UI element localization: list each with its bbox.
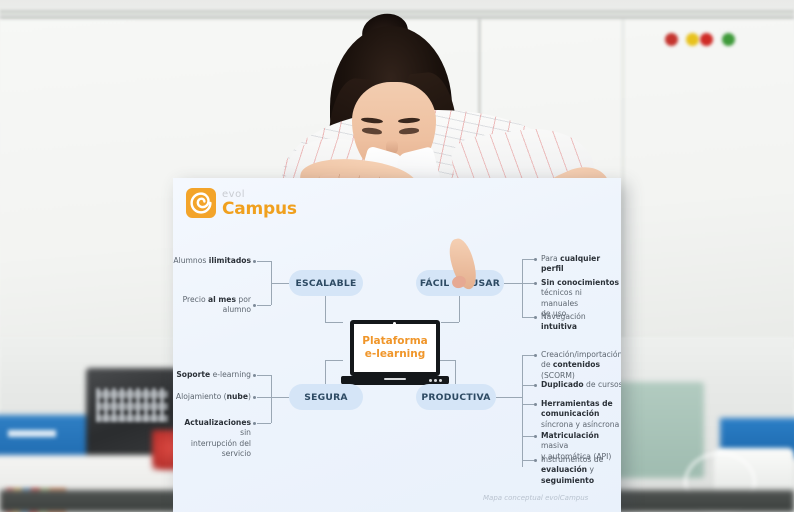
platform-line-2: e-learning <box>364 348 426 360</box>
connector-productiva-leaf-2 <box>522 385 534 386</box>
node-escalable[interactable]: ESCALABLE <box>289 270 363 296</box>
connector-productiva-stem <box>496 397 522 398</box>
whiteboard-seam-right <box>622 19 624 349</box>
bullet-productiva-5 <box>534 459 537 462</box>
evolcampus-logo[interactable]: evol Campus <box>186 188 297 218</box>
bullet-productiva-3 <box>534 403 537 406</box>
connector-escalable-stem <box>271 283 289 284</box>
laptop-icon: Plataforma e-learning <box>341 320 449 388</box>
laptop-base-dots <box>429 379 442 382</box>
magnet-yellow <box>686 33 699 46</box>
connector-facil-bracket <box>522 259 523 317</box>
connector-productiva-up <box>455 360 456 384</box>
connector-segura-bracket <box>271 375 272 423</box>
connector-segura-up <box>325 360 326 384</box>
leaf-segura-1: Soporte e-learning <box>176 370 251 379</box>
magnet-green <box>722 33 735 46</box>
spiral-logo-icon <box>186 188 216 218</box>
blue-board-left-text-blur <box>8 430 56 437</box>
poster-footer-note: Mapa conceptual evolCampus <box>483 494 589 502</box>
connector-escalable-to-laptop <box>325 322 343 323</box>
laptop-screen: Plataforma e-learning <box>350 320 440 376</box>
magnet-red-2 <box>700 33 713 46</box>
laptop-base <box>341 376 449 385</box>
connector-productiva-to-laptop <box>437 360 455 361</box>
connector-escalable-leaf-2 <box>257 305 271 306</box>
connector-facil-leaf-2 <box>522 283 534 284</box>
laptop-screen-text: Plataforma e-learning <box>354 324 436 372</box>
laptop-trackpad-notch <box>384 378 406 380</box>
connector-escalable-leaf-1 <box>257 261 271 262</box>
connector-facil-leaf-1 <box>522 259 534 260</box>
node-productiva[interactable]: PRODUCTIVA <box>416 384 496 410</box>
node-segura[interactable]: SEGURA <box>289 384 363 410</box>
connector-productiva-leaf-1 <box>522 355 534 356</box>
connector-productiva-leaf-3 <box>522 404 534 405</box>
magnet-red-1 <box>665 33 678 46</box>
logo-campus-text: Campus <box>222 198 297 219</box>
leaf-facil-1: Para cualquier perfil <box>541 254 601 274</box>
connector-escalable-down <box>325 296 326 322</box>
laptop-camera-icon <box>393 322 396 325</box>
keyboard-blurred <box>96 388 168 422</box>
bullet-segura-2 <box>253 396 256 399</box>
bullet-facil-2 <box>534 282 537 285</box>
bullet-facil-1 <box>534 258 537 261</box>
bullet-segura-1 <box>253 374 256 377</box>
connector-facil-down <box>459 296 460 322</box>
leaf-escalable-1: Alumnos ilimitados <box>173 256 251 265</box>
connector-segura-stem <box>271 397 289 398</box>
bullet-productiva-1 <box>534 354 537 357</box>
logo-evol-text: evol <box>222 188 245 200</box>
platform-line-1: Plataforma <box>362 334 428 347</box>
leaf-productiva-2: Duplicado de cursos <box>541 380 621 389</box>
leaf-facil-3: Navegación intuitiva <box>541 312 586 332</box>
bullet-escalable-1 <box>253 260 256 263</box>
connector-facil-stem <box>504 283 522 284</box>
bullet-productiva-4 <box>534 435 537 438</box>
connector-segura-to-laptop <box>325 360 343 361</box>
connector-segura-leaf-2 <box>257 397 271 398</box>
concept-map-poster: evol Campus <box>173 178 621 512</box>
bullet-facil-3 <box>534 316 537 319</box>
connector-escalable-bracket <box>271 261 272 305</box>
connector-productiva-bracket <box>522 355 523 467</box>
connector-segura-leaf-1 <box>257 375 271 376</box>
connector-facil-leaf-3 <box>522 317 534 318</box>
connector-segura-leaf-3 <box>257 423 271 424</box>
logo-wordmark: evol Campus <box>222 189 297 218</box>
leaf-segura-2: Alojamiento (nube) <box>175 392 251 401</box>
bullet-productiva-2 <box>534 384 537 387</box>
bullet-segura-3 <box>253 422 256 425</box>
connector-facil-to-laptop <box>441 322 459 323</box>
bullet-escalable-2 <box>253 304 256 307</box>
connector-productiva-leaf-4 <box>522 436 534 437</box>
connector-productiva-leaf-5 <box>522 460 534 461</box>
whiteboard-top-rail <box>0 10 794 16</box>
